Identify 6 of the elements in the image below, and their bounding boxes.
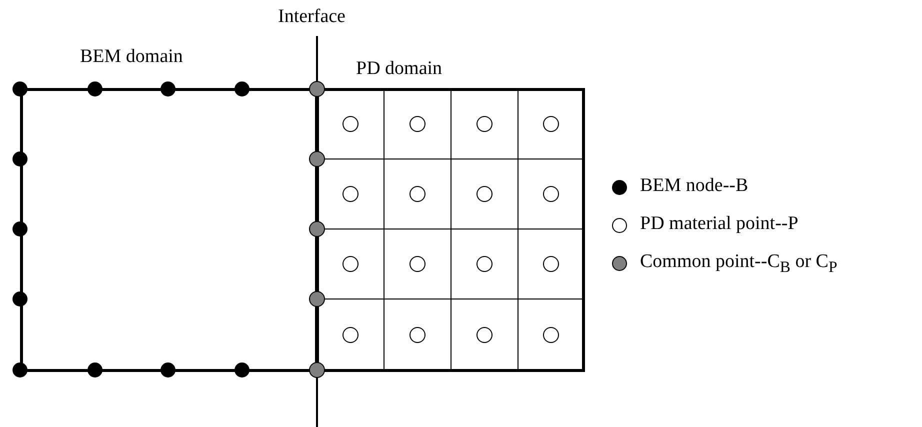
interface-label: Interface bbox=[278, 6, 346, 28]
domain-label: PD domain bbox=[356, 58, 442, 80]
legend-label: Common point--C$_{B}$ or C$_{P}$ bbox=[640, 251, 838, 277]
legend-label: BEM node--B bbox=[640, 175, 748, 197]
legend-label: PD material point--P bbox=[640, 213, 798, 235]
domain-label: BEM domain bbox=[80, 46, 183, 68]
